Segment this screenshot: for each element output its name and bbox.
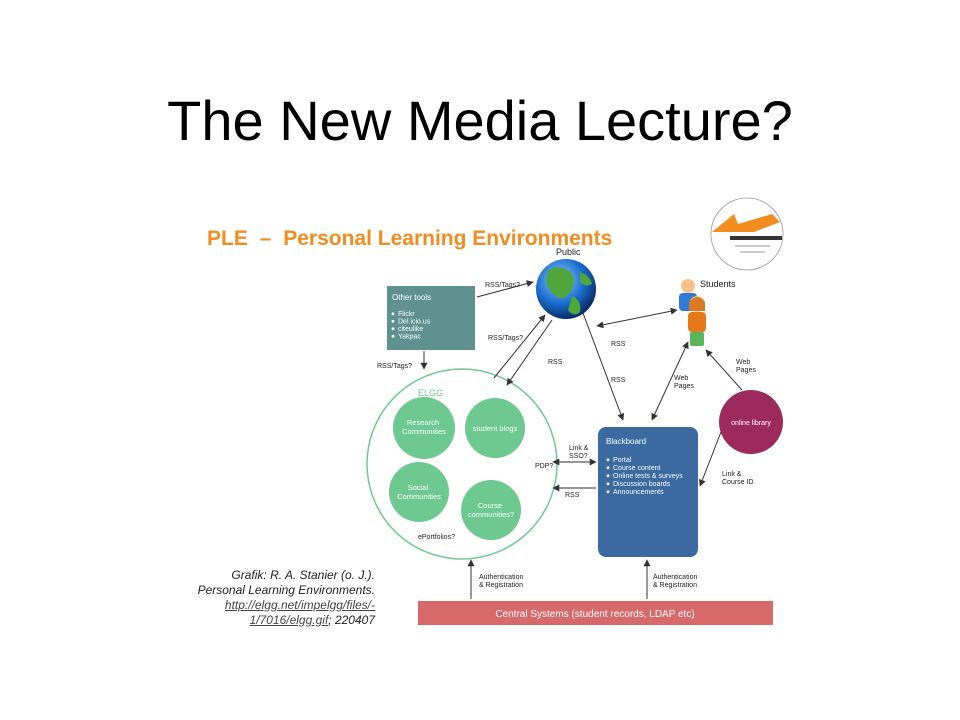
public-label: Public — [556, 247, 581, 257]
label-rss-d: RSS — [565, 492, 580, 499]
social-communities-node — [389, 462, 449, 522]
caption-link-b[interactable]: 1/7016/elgg.gif — [249, 613, 329, 627]
blackboard-bullet — [606, 482, 610, 486]
arrow-othertools-globe — [476, 280, 534, 298]
students-icon — [679, 279, 706, 346]
heading-rest: Personal Learning Environments — [283, 227, 612, 250]
online-library-label: online library — [731, 420, 771, 427]
blackboard-bullet — [606, 490, 610, 494]
caption-suffix: ; 220407 — [328, 613, 375, 627]
connector-arrows — [420, 280, 743, 599]
course-communities-node — [461, 480, 521, 540]
label-rss-b: RSS — [611, 341, 626, 348]
arrow-students-globe — [596, 307, 678, 329]
elgg-label: ELGG — [418, 388, 443, 398]
caption-line-2: Personal Learning Environments. — [197, 583, 375, 597]
other-tools-item: Yakpac — [398, 334, 421, 341]
arrow-globe-blackboard — [582, 312, 625, 421]
student-blogs-node — [465, 398, 525, 458]
arrow-blackboard-students — [651, 341, 689, 421]
blackboard-title: Blackboard — [606, 437, 646, 446]
research-communities-label: Research Communities — [402, 418, 446, 436]
research-communities-node — [393, 397, 455, 459]
blackboard-item: Online tests & surveys — [613, 473, 683, 480]
heading-dash: – — [260, 227, 272, 250]
label-rss-tags-mid: RSS/Tags? — [488, 335, 523, 342]
label-web-pages-b: Web Pages — [674, 375, 694, 390]
students-label: Students — [700, 279, 736, 289]
blackboard-item: Portal — [613, 457, 632, 464]
other-tools-box: Other tools FlickrDel.icio.usciteulikeYa… — [387, 286, 475, 350]
central-systems-bar — [418, 601, 773, 625]
other-tools-item: Flickr — [398, 311, 415, 318]
image-caption: Grafik: R. A. Stanier (o. J.). Personal … — [150, 568, 375, 628]
label-web-pages-a: Web Pages — [736, 359, 756, 374]
arrow-elgg-globe-b — [506, 319, 553, 386]
label-rss-a: RSS — [548, 359, 563, 366]
arrow-elgg-globe-a — [493, 314, 546, 379]
label-rss-c: RSS — [611, 377, 626, 384]
label-rss-tags-top: RSS/Tags? — [485, 282, 520, 289]
other-tools-bullet — [391, 319, 395, 323]
other-tools-item: Del.icio.us — [398, 319, 431, 326]
blackboard-item: Announcements — [613, 489, 664, 496]
other-tools-bullet — [391, 327, 395, 331]
other-tools-bullet — [391, 334, 395, 338]
blackboard-bullet — [606, 474, 610, 478]
edge-labels: RSS/Tags? RSS/Tags? RSS/Tags? RSS RSS RS… — [377, 282, 756, 589]
ple-logo — [710, 197, 784, 271]
blackboard-item: Discussion boards — [613, 481, 671, 488]
arrow-library-blackboard — [699, 431, 722, 487]
label-rss-tags-left: RSS/Tags? — [377, 363, 412, 370]
other-tools-title: Other tools — [392, 293, 431, 302]
other-tools-bullet — [391, 312, 395, 316]
caption-line-1: Grafik: R. A. Stanier (o. J.). — [231, 568, 375, 582]
caption-line-3: http://elgg.net/impelgg/files/- — [150, 598, 375, 613]
blackboard-bullet — [606, 466, 610, 470]
diagram-heading: PLE – Personal Learning Environments — [207, 227, 612, 250]
other-tools-item: citeulike — [398, 326, 423, 333]
blackboard-bullet — [606, 458, 610, 462]
label-pdp: PDP? — [535, 463, 553, 470]
slide-title: The New Media Lecture? — [167, 89, 793, 152]
student-blogs-label: student blogs — [473, 424, 518, 433]
online-library-node — [719, 390, 783, 454]
label-link-course: Link & Course ID — [722, 471, 754, 486]
label-link-sso: Link & SSO? — [569, 445, 590, 460]
elgg-circle — [366, 368, 558, 560]
label-auth-b: Authentication & Registration — [653, 574, 699, 589]
social-communities-label: Social Communities — [397, 483, 441, 501]
eportfolios-label: ePortfolios? — [418, 534, 455, 541]
heading-acronym: PLE — [207, 227, 248, 250]
blackboard-item: Course content — [613, 465, 661, 472]
caption-link-a[interactable]: http://elgg.net/impelgg/files/- — [224, 598, 375, 612]
globe-icon — [536, 259, 596, 319]
caption-line-4: 1/7016/elgg.gif; 220407 — [150, 613, 375, 628]
course-communities-label: Course communities? — [468, 501, 514, 519]
label-auth-a: Authentication & Registration — [479, 574, 525, 589]
arrow-library-students — [705, 349, 743, 391]
central-systems-label: Central Systems (student records, LDAP e… — [495, 609, 694, 620]
